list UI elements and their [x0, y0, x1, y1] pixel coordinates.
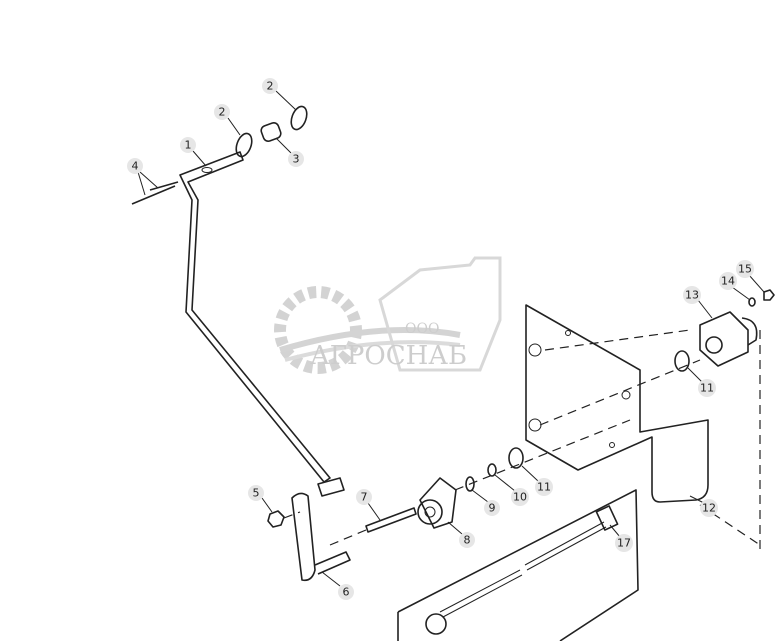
svg-text:11: 11: [537, 481, 551, 494]
o-ring: [674, 350, 690, 372]
bolt: [365, 507, 417, 533]
svg-text:3: 3: [293, 153, 300, 166]
svg-text:14: 14: [721, 275, 735, 288]
washer: [487, 463, 497, 477]
o-ring: [465, 476, 475, 492]
svg-text:10: 10: [513, 491, 527, 504]
svg-text:17: 17: [617, 537, 631, 550]
svg-text:2: 2: [219, 106, 226, 119]
callout-12: 12: [700, 499, 718, 517]
callout-2: 2: [262, 78, 278, 94]
callout-7: 7: [356, 489, 372, 505]
callout-8: 8: [459, 532, 475, 548]
mounting-bracket: [525, 304, 709, 503]
sensor-arm: [417, 477, 457, 529]
washer: [748, 297, 756, 307]
callout-15: 15: [736, 260, 754, 278]
cotter-pin: [131, 181, 179, 205]
ball-joint: [317, 477, 345, 497]
wiring-harness: [397, 489, 639, 641]
nut: [763, 289, 775, 301]
callout-17: 17: [615, 534, 633, 552]
callout-6: 6: [338, 584, 354, 600]
callout-14: 14: [719, 272, 737, 290]
svg-text:11: 11: [700, 382, 714, 395]
leader-lines: [137, 90, 765, 587]
svg-text:12: 12: [702, 502, 716, 515]
callout-3: 3: [288, 151, 304, 167]
washer: [290, 105, 308, 131]
svg-text:8: 8: [464, 534, 471, 547]
svg-text:6: 6: [343, 586, 350, 599]
svg-text:4: 4: [132, 160, 139, 173]
watermark-prefix: ООО: [405, 321, 439, 337]
watermark-name: АГРОСНАБ: [310, 341, 467, 371]
svg-text:7: 7: [361, 491, 368, 504]
callout-1: 1: [180, 137, 196, 153]
callout-2: 2: [214, 104, 230, 120]
callout-11: 11: [535, 478, 553, 496]
svg-text:2: 2: [267, 80, 274, 93]
agrosnab-watermark-logo: ООО АГРОСНАБ: [274, 256, 502, 374]
svg-text:15: 15: [738, 263, 752, 276]
callout-10: 10: [511, 488, 529, 506]
bushing: [260, 122, 282, 142]
control-rod: [179, 151, 331, 483]
svg-text:9: 9: [489, 502, 496, 515]
callout-9: 9: [484, 500, 500, 516]
callout-5: 5: [248, 485, 264, 501]
callout-4: 4: [127, 158, 143, 174]
washer: [235, 132, 253, 158]
o-ring: [508, 447, 524, 469]
svg-text:5: 5: [253, 487, 260, 500]
position-sensor: [699, 311, 758, 367]
callout-11: 11: [698, 379, 716, 397]
svg-text:1: 1: [185, 139, 192, 152]
nut: [267, 510, 285, 528]
lever: [291, 492, 316, 582]
callout-13: 13: [683, 286, 701, 304]
svg-text:13: 13: [685, 289, 699, 302]
